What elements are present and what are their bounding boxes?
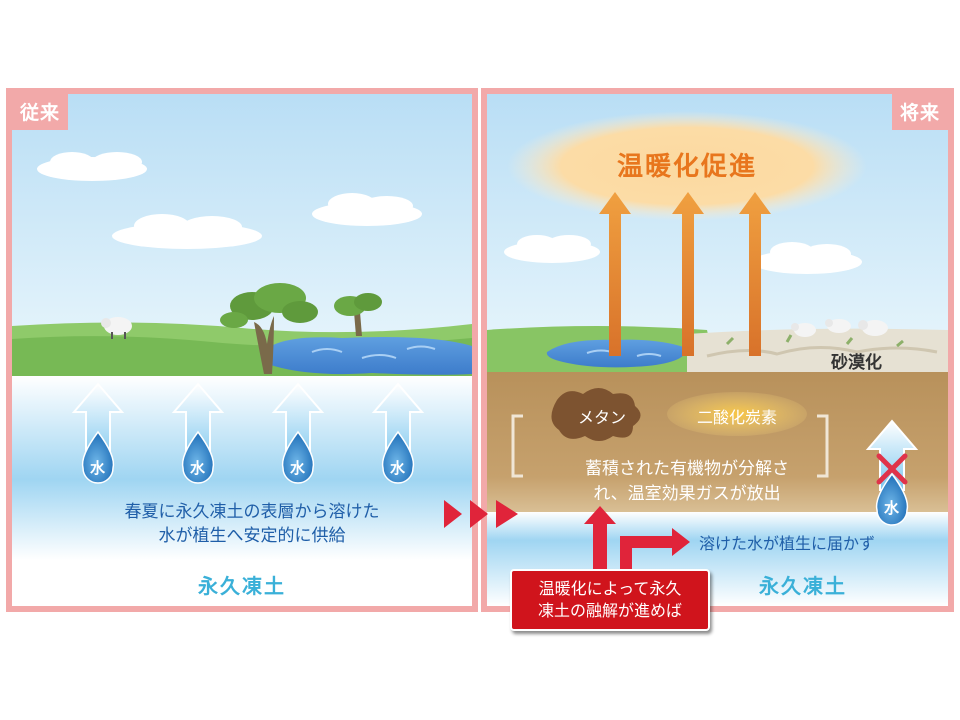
warming-glow bbox=[507, 111, 867, 221]
warming-arrow bbox=[599, 192, 771, 356]
caption-line: れ、温室効果ガスが放出 bbox=[593, 484, 781, 504]
methane-blob bbox=[551, 388, 641, 441]
past-caption: 春夏に永久凍土の表層から溶けた 水が植生へ安定的に供給 bbox=[62, 500, 442, 548]
water-label: 水 bbox=[390, 459, 406, 477]
callout-line: 凍土の融解が進めば bbox=[537, 601, 682, 620]
water-label: 水 bbox=[884, 499, 900, 517]
chevron-right-icon bbox=[470, 500, 488, 528]
water-up-arrow bbox=[71, 382, 425, 465]
caption-line: 蓄積された有機物が分解さ bbox=[585, 459, 789, 479]
sheep bbox=[791, 319, 888, 337]
blocked-x-icon bbox=[876, 453, 908, 485]
co2-label: 二酸化炭素 bbox=[696, 408, 777, 427]
transition-chevrons bbox=[444, 500, 518, 528]
caption-line: 春夏に永久凍土の表層から溶けた bbox=[124, 502, 380, 522]
permafrost-label: 永久凍土 bbox=[759, 574, 847, 598]
water-label: 水 bbox=[90, 459, 106, 477]
tree-small bbox=[334, 293, 382, 336]
up-arrow-icon bbox=[584, 506, 616, 572]
cloud bbox=[37, 152, 422, 249]
chevron-right-icon bbox=[444, 500, 462, 528]
callout-line: 温暖化によって永久 bbox=[538, 579, 682, 598]
not-reach-label: 溶けた水が植生に届かず bbox=[699, 534, 876, 553]
co2-glow bbox=[667, 392, 807, 436]
future-scene bbox=[487, 94, 948, 606]
permafrost-label: 永久凍土 bbox=[198, 574, 286, 598]
water-up-arrow-blocked bbox=[865, 419, 919, 526]
warming-title: 温暖化促進 bbox=[616, 152, 757, 182]
tree bbox=[220, 283, 318, 374]
water-label: 水 bbox=[290, 459, 306, 477]
bracket bbox=[511, 414, 523, 478]
future-tag: 将来 bbox=[891, 94, 948, 130]
past-panel: 従来 水 水 水 水 春夏に永久凍土の表層から溶けた 水が植生へ安定的に供給 永… bbox=[6, 88, 478, 612]
methane-label: メタン bbox=[577, 408, 626, 427]
water-label: 水 bbox=[190, 459, 206, 477]
water-droplet bbox=[81, 430, 415, 484]
past-scene bbox=[12, 94, 472, 606]
desertification-label: 砂漠化 bbox=[831, 353, 882, 373]
right-arrow-icon bbox=[620, 528, 690, 572]
cloud bbox=[504, 235, 862, 274]
decomposition-caption: 蓄積された有機物が分解さ れ、温室効果ガスが放出 bbox=[537, 457, 837, 507]
bracket bbox=[817, 414, 829, 478]
future-panel: 将来 温暖化促進 砂漠化 メタン 二酸化炭素 蓄積された有機物が分解さ れ、温室… bbox=[481, 88, 954, 612]
sheep bbox=[101, 317, 132, 339]
chevron-right-icon bbox=[496, 500, 518, 528]
caption-line: 水が植生へ安定的に供給 bbox=[158, 526, 346, 546]
past-tag: 従来 bbox=[12, 94, 69, 130]
thaw-callout: 温暖化によって永久 凍土の融解が進めば bbox=[510, 569, 710, 631]
